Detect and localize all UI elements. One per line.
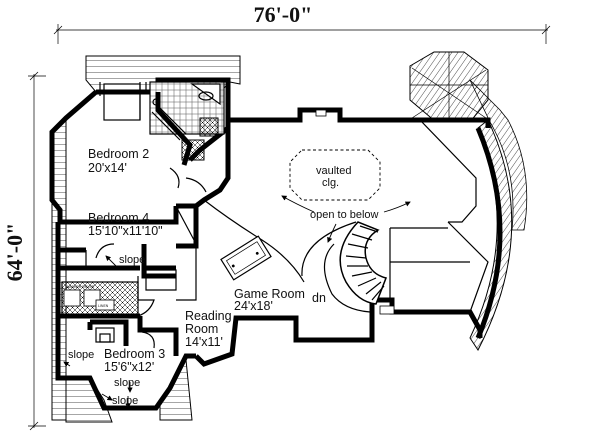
width-label: 76'-0" <box>254 2 313 27</box>
reading-room-name: Reading <box>185 309 232 323</box>
vaulted-label: vaulted <box>316 165 351 177</box>
bedroom2-name: Bedroom 2 <box>88 147 149 161</box>
stair-down-label: dn <box>312 291 326 305</box>
width-dimension: 76'-0" <box>53 2 551 44</box>
bedroom2-size: 20'x14' <box>88 161 127 175</box>
reading-room-name2: Room <box>185 322 218 336</box>
reading-room-size: 14'x11' <box>185 335 223 349</box>
spiral-staircase <box>301 221 388 313</box>
slope-arrows <box>63 255 133 409</box>
depth-dimension: 64'-0" <box>2 71 46 431</box>
game-room-name: Game Room <box>234 287 305 301</box>
slope-label-bedroom3-bottom: slope <box>112 395 138 407</box>
laundry-label: WASHER DRYER <box>66 285 95 289</box>
pool-table <box>220 235 272 281</box>
open-to-below-arrows <box>281 195 411 243</box>
annotation-labels: vaulted clg. open to below dn slope slop… <box>66 165 379 407</box>
game-room-size: 24'x18' <box>234 299 273 313</box>
vaulted-clg-label: clg. <box>322 177 339 189</box>
slope-label-bedroom3-left: slope <box>68 349 94 361</box>
slope-label-bedroom4: slope <box>119 254 145 266</box>
bedroom3-name: Bedroom 3 <box>104 347 165 361</box>
bedroom4-size: 15'10"x11'10" <box>88 224 163 238</box>
bedroom4-name: Bedroom 4 <box>88 211 149 225</box>
room-labels: Bedroom 2 20'x14' Bedroom 4 15'10"x11'10… <box>88 147 305 374</box>
interior-walls <box>60 81 489 356</box>
vaulted-ceiling-outline <box>289 149 381 201</box>
depth-label: 64'-0" <box>2 223 27 282</box>
linen-label: LINEN <box>98 304 109 308</box>
bedroom3-size: 15'6"x12' <box>104 360 154 374</box>
open-to-below-label: open to below <box>310 209 379 221</box>
slope-label-bedroom3-mid: slope <box>114 377 140 389</box>
